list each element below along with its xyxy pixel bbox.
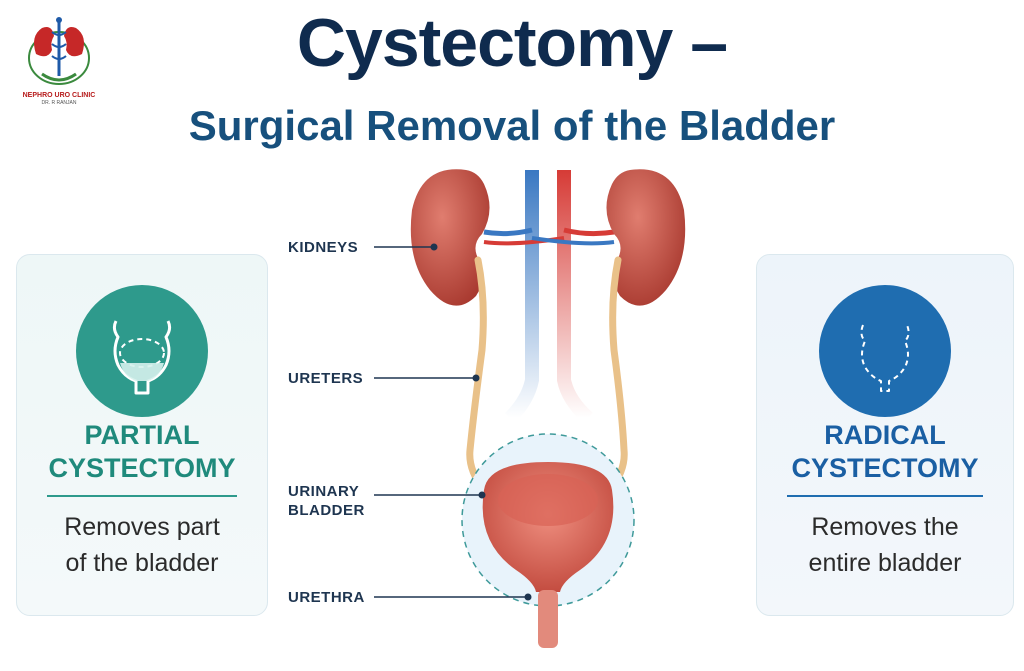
urinary-system-illustration [374, 169, 686, 648]
partial-desc-line2: of the bladder [65, 549, 219, 577]
partial-title-line1: PARTIAL [84, 420, 200, 450]
radical-divider [787, 495, 983, 497]
partial-bladder-icon [76, 285, 208, 417]
label-urethra: URETHRA [288, 589, 365, 606]
left-kidney [410, 169, 490, 306]
right-kidney [606, 169, 686, 306]
radical-title-line2: CYSTECTOMY [791, 453, 979, 483]
partial-cystectomy-card: PARTIAL CYSTECTOMY Removes part of the b… [16, 254, 268, 616]
logo-name: NEPHRO URO CLINIC [22, 92, 96, 99]
left-ureter [466, 256, 488, 494]
label-bladder-line2: BLADDER [288, 502, 365, 519]
radical-cystectomy-title: RADICAL CYSTECTOMY [757, 419, 1013, 485]
aorta [557, 170, 593, 424]
partial-cystectomy-description: Removes part of the bladder [17, 509, 267, 581]
label-kidneys: KIDNEYS [288, 239, 359, 256]
partial-desc-line1: Removes part [64, 513, 220, 541]
partial-title-line2: CYSTECTOMY [48, 453, 236, 483]
radical-title-line1: RADICAL [824, 420, 946, 450]
left-renal-vessels [483, 227, 533, 237]
right-renal-vessels [563, 227, 615, 237]
radical-cystectomy-card: RADICAL CYSTECTOMY Removes the entire bl… [756, 254, 1014, 616]
partial-cystectomy-title: PARTIAL CYSTECTOMY [17, 419, 267, 485]
label-urinary-bladder: URINARY BLADDER [288, 482, 365, 520]
label-ureters: URETERS [288, 370, 364, 387]
radical-cystectomy-description: Removes the entire bladder [757, 509, 1013, 581]
logo-subtitle: DR. R RANJAN [41, 100, 77, 106]
label-bladder-line1: URINARY [288, 483, 360, 500]
radical-bladder-icon [819, 285, 951, 417]
clinic-logo: NEPHRO URO CLINIC DR. R RANJAN [18, 14, 100, 106]
page-title: Cystectomy – [296, 5, 728, 81]
radical-desc-line2: entire bladder [808, 549, 962, 577]
radical-desc-line1: Removes the [811, 513, 959, 541]
partial-divider [47, 495, 237, 497]
urethra [538, 590, 558, 648]
kidney-logo-icon [28, 17, 90, 85]
right-ureter [606, 256, 628, 494]
vena-cava [504, 170, 539, 423]
page-subtitle: Surgical Removal of the Bladder [188, 102, 836, 149]
